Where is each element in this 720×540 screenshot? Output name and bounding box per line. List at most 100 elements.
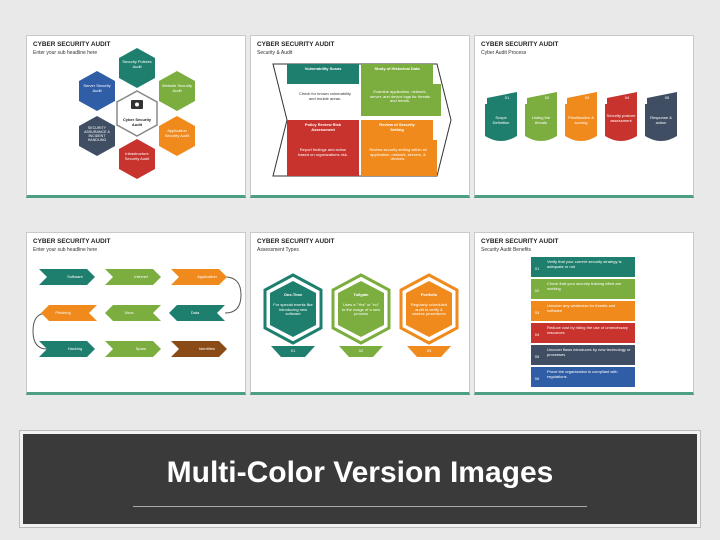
slide-title: CYBER SECURITY AUDIT <box>257 41 335 48</box>
benefit-num-2: 02 <box>534 288 540 293</box>
flow-3-1 <box>39 341 95 357</box>
step-4 <box>605 92 637 141</box>
hex-center-label: Cyber Security Audit <box>122 117 152 127</box>
title-banner: Multi-Color Version Images <box>19 430 701 528</box>
slide-title: CYBER SECURITY AUDIT <box>33 41 111 48</box>
flow-1-3 <box>171 269 227 285</box>
step-3 <box>565 92 597 141</box>
step-1-label: Scope Definition <box>492 115 510 125</box>
benefit-text-2: Check that your security training effort… <box>547 281 622 291</box>
type-3-title: Portfolio <box>420 292 438 297</box>
step-5 <box>645 92 677 141</box>
quad-1-body <box>291 84 359 116</box>
benefit-row <box>531 345 635 365</box>
flow-label-software: Software <box>67 274 83 279</box>
quad-3-title: Policy Review Risk Assessment <box>304 122 342 132</box>
type-3 <box>399 273 459 357</box>
slide-thumbnail-5[interactable]: CYBER SECURITY AUDIT Assessment Types On… <box>250 232 470 395</box>
flow-label-identities: Identities <box>198 346 215 351</box>
slide-thumbnail-2[interactable]: CYBER SECURITY AUDIT Security & Audit Vu… <box>250 35 470 198</box>
slide-subtitle: Assessment Types <box>257 247 299 253</box>
hex-label-3: Application Security Audit <box>164 128 190 138</box>
hex-label-6: Server Security Audit <box>83 83 111 93</box>
flow-label-application: Application <box>197 274 217 279</box>
benefit-num-6: 06 <box>534 376 540 381</box>
slide-thumbnail-1[interactable]: CYBER SECURITY AUDIT Enter your sub head… <box>26 35 246 198</box>
benefit-text-4: Reduce cost by riding the use of unneces… <box>547 325 628 335</box>
quad-4-body <box>361 140 437 176</box>
type-2 <box>331 273 391 357</box>
slide-subtitle: Enter your sub headline here <box>33 50 98 56</box>
quad-2-head <box>361 64 433 84</box>
benefit-row <box>531 301 635 321</box>
step-3-label: Prioritization & scoring <box>568 115 594 125</box>
hex-label-5: SECURITY ASSURANCE & INCIDENT HANDLING <box>84 126 110 143</box>
flow-1-1 <box>39 269 95 285</box>
threat-flow-diagram <box>32 269 242 357</box>
benefit-num-4: 04 <box>534 332 540 337</box>
quad-3-body <box>287 140 359 176</box>
step-5-label: Response & action <box>650 115 672 125</box>
hex-label-1: Security Policies Audit <box>122 59 152 69</box>
benefit-row <box>531 367 635 387</box>
hexagon-wheel-diagram <box>79 48 195 179</box>
step-3-num: 03 <box>584 95 590 100</box>
quad-1-title: Vulnerability Scans <box>304 66 342 71</box>
quad-2-body <box>361 84 441 116</box>
benefit-text-3: Uncover any weakness for threats and sof… <box>547 303 616 313</box>
hex-label-4: Infrastructure Security Audit <box>124 151 150 161</box>
hex-bottom <box>119 139 155 179</box>
hex-top-right <box>159 71 195 111</box>
step-4-label: Security posture assessment <box>606 113 636 123</box>
quad-3-head <box>287 120 359 140</box>
slide-thumbnail-4[interactable]: CYBER SECURITY AUDIT Enter your sub head… <box>26 232 246 395</box>
type-1-num: 01 <box>290 348 296 353</box>
benefit-text-1: Verify that your current security strate… <box>547 259 622 269</box>
quad-2-title: Study of Historical Data <box>374 66 420 71</box>
flow-label-internet: Internet <box>134 274 148 279</box>
process-steps-diagram <box>485 92 677 141</box>
hex-bottom-right <box>159 116 195 156</box>
benefit-num-3: 03 <box>534 310 540 315</box>
quad-3-text: Report findings and action based on orga… <box>298 147 348 157</box>
slide-title: CYBER SECURITY AUDIT <box>257 238 335 245</box>
step-1 <box>485 92 517 141</box>
flow-2-3 <box>169 305 225 321</box>
flow-label-data: Data <box>190 310 200 315</box>
hex-label-2: Website Security Audit <box>162 83 192 93</box>
slide-subtitle: Security & Audit <box>257 50 293 56</box>
step-2-num: 02 <box>544 95 550 100</box>
assessment-types-diagram <box>263 273 459 357</box>
audit-quadrant-diagram <box>272 63 452 177</box>
quad-4-title: Review of Security Setting <box>379 122 415 132</box>
type-3-num: 03 <box>426 348 432 353</box>
step-5-num: 05 <box>664 95 670 100</box>
banner-title: Multi-Color Version Images <box>166 456 554 489</box>
slide-thumbnail-6[interactable]: CYBER SECURITY AUDIT Security Audit Bene… <box>474 232 694 395</box>
type-3-text: Regularly scheduled audit to verify & as… <box>410 302 448 317</box>
type-1-title: One-Time <box>283 292 303 297</box>
quad-1-head <box>287 64 359 84</box>
hex-top-left <box>79 71 115 111</box>
slide-subtitle: Security Audit Benefits <box>481 247 532 253</box>
benefit-row <box>531 323 635 343</box>
quad-1-text: Check for known vulnerability and troubl… <box>298 91 352 101</box>
slide-thumbnail-3[interactable]: CYBER SECURITY AUDIT Cyber Audit Process… <box>474 35 694 198</box>
flow-connector <box>32 276 242 350</box>
benefit-text-5: Uncover flaws introduces by new technolo… <box>547 347 631 357</box>
quad-4-text: Review security setting within all appli… <box>369 147 427 162</box>
slide-title: CYBER SECURITY AUDIT <box>481 238 559 245</box>
benefit-row <box>531 279 635 299</box>
step-2-label: Listing the threats <box>531 115 551 125</box>
hex-bottom-left <box>79 116 115 156</box>
flow-1-2 <box>105 269 161 285</box>
type-1 <box>263 273 323 357</box>
flow-3-2 <box>105 341 161 357</box>
quad-4-head <box>361 120 433 140</box>
benefit-text-6: Prove the organization is compliant with… <box>547 369 618 379</box>
slide-subtitle: Cyber Audit Process <box>481 50 527 56</box>
step-1-num: 01 <box>504 95 510 100</box>
quad-2-text: Examine application, network, server, an… <box>369 89 431 104</box>
hex-top <box>119 48 155 88</box>
flow-label-phishing: Phishing <box>55 310 71 315</box>
